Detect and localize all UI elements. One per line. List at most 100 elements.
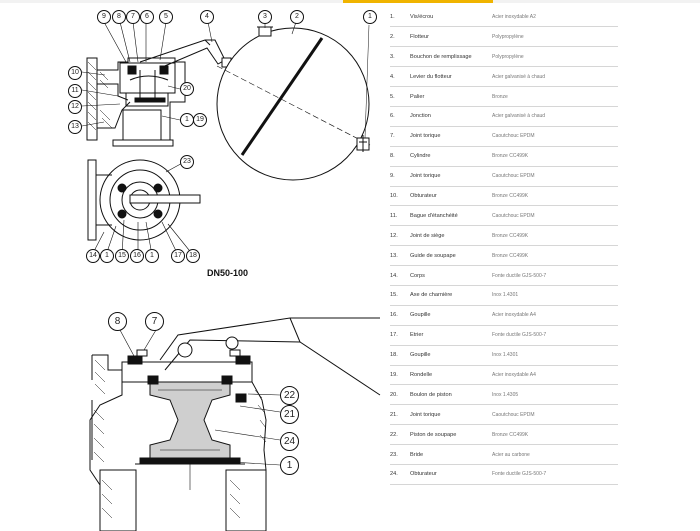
- part-number: 11.: [390, 205, 410, 227]
- part-material: Inox 1.4305: [492, 384, 618, 406]
- part-name: Joint torique: [410, 126, 492, 147]
- part-number: 13.: [390, 245, 410, 267]
- part-number: 20.: [390, 384, 410, 406]
- callout-bubble: 11: [68, 84, 82, 98]
- callout-bubble: 9: [97, 10, 111, 24]
- part-material: Inox 1.4301: [492, 345, 618, 366]
- part-number: 19.: [390, 365, 410, 386]
- part-number: 4.: [390, 66, 410, 88]
- callout-bubble: 21: [280, 405, 299, 424]
- part-name: Axe de charnière: [410, 285, 492, 306]
- callout-bubble: 7: [145, 312, 164, 331]
- part-name: Goupille: [410, 305, 492, 326]
- part-material: Bronze CC499K: [492, 225, 618, 247]
- part-material: Caoutchouc EPDM: [492, 126, 618, 147]
- part-name: Boulon de piston: [410, 384, 492, 406]
- callout-bubble: 14: [86, 249, 100, 263]
- drawing-caption: DN50-100: [207, 268, 249, 278]
- part-number: 15.: [390, 285, 410, 306]
- part-number: 21.: [390, 404, 410, 426]
- part-name: Jonction: [410, 106, 492, 127]
- callout-bubble: 7: [126, 10, 140, 24]
- part-name: Goupille: [410, 345, 492, 366]
- callout-bubble: 17: [171, 249, 185, 263]
- top-valve-side-view: [86, 24, 371, 181]
- part-number: 1.: [390, 7, 410, 28]
- callout-bubble: 8: [112, 10, 126, 24]
- part-material: Acier inoxydable A4: [492, 365, 618, 386]
- callout-bubble: 5: [159, 10, 173, 24]
- part-name: Guide de soupape: [410, 245, 492, 267]
- part-name: Corps: [410, 265, 492, 286]
- part-name: Rondelle: [410, 365, 492, 386]
- part-material: Bronze CC499K: [492, 186, 618, 207]
- part-material: Bronze CC499K: [492, 424, 618, 446]
- callout-bubble: 24: [280, 432, 299, 451]
- part-material: Fonte ductile GJS-500-7: [492, 265, 618, 286]
- callout-bubble: 13: [68, 120, 82, 134]
- callout-bubble: 2: [290, 10, 304, 24]
- bottom-leader-lines: [119, 329, 281, 466]
- callout-bubble: 3: [258, 10, 272, 24]
- part-material: Bronze: [492, 86, 618, 107]
- part-number: 16.: [390, 305, 410, 326]
- part-material: Caoutchouc EPDM: [492, 404, 618, 426]
- callout-bubble: 4: [200, 10, 214, 24]
- part-number: 24.: [390, 464, 410, 485]
- callout-bubble: 1: [100, 249, 114, 263]
- part-material: Bronze CC499K: [492, 146, 618, 167]
- callout-bubble: 1: [145, 249, 159, 263]
- part-number: 18.: [390, 345, 410, 366]
- part-number: 23.: [390, 444, 410, 465]
- part-number: 22.: [390, 424, 410, 446]
- part-name: Palier: [410, 86, 492, 107]
- part-material: Polypropylène: [492, 26, 618, 48]
- part-number: 17.: [390, 325, 410, 346]
- callout-bubble: 19: [193, 113, 207, 127]
- part-number: 9.: [390, 166, 410, 187]
- part-number: 2.: [390, 26, 410, 48]
- top-bar-accent: [343, 0, 493, 3]
- part-number: 7.: [390, 126, 410, 147]
- callout-bubble: 1: [280, 456, 299, 475]
- part-name: Joint torique: [410, 404, 492, 426]
- callout-bubble: 10: [68, 66, 82, 80]
- part-name: Bague d'étanchéité: [410, 205, 492, 227]
- part-name: Levier du flotteur: [410, 66, 492, 88]
- part-number: 8.: [390, 146, 410, 167]
- callout-bubble: 6: [140, 10, 154, 24]
- callout-bubble: 8: [108, 312, 127, 331]
- part-material: Acier galvanisé à chaud: [492, 66, 618, 88]
- callout-bubble: 20: [180, 82, 194, 96]
- part-name: Vis/écrou: [410, 7, 492, 28]
- part-name: Bouchon de remplissage: [410, 46, 492, 68]
- part-material: Caoutchouc EPDM: [492, 205, 618, 227]
- part-number: 3.: [390, 46, 410, 68]
- part-name: Bride: [410, 444, 492, 465]
- callout-bubble: 22: [280, 386, 299, 405]
- part-name: Flotteur: [410, 26, 492, 48]
- part-name: Obturateur: [410, 186, 492, 207]
- callout-bubble: 1: [363, 10, 377, 24]
- callout-bubble: 12: [68, 100, 82, 114]
